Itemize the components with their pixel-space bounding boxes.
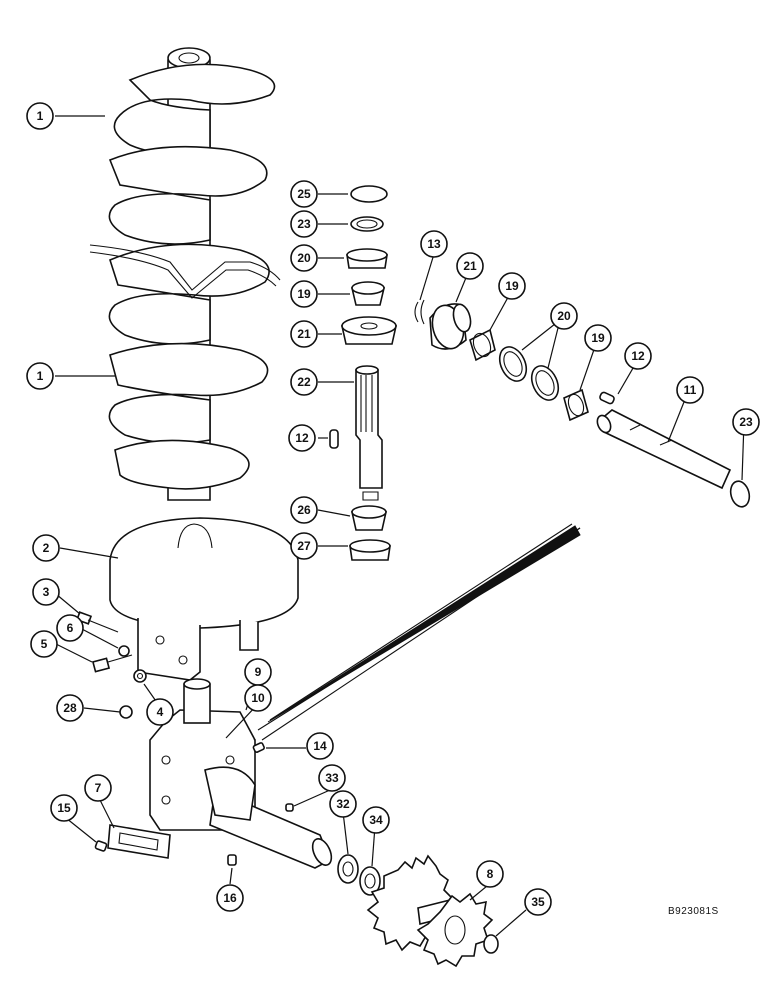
svg-text:1: 1 — [37, 369, 44, 383]
svg-text:23: 23 — [297, 217, 311, 231]
callout-19b: 19 — [498, 272, 526, 300]
svg-text:11: 11 — [684, 383, 697, 397]
callout-3: 3 — [32, 578, 60, 606]
svg-text:21: 21 — [463, 259, 477, 273]
gearbox-part — [149, 678, 333, 869]
callout-13: 13 — [420, 230, 448, 258]
callout-35: 35 — [524, 888, 552, 916]
callout-27: 27 — [290, 532, 318, 560]
svg-text:20: 20 — [297, 251, 311, 265]
callout-8: 8 — [476, 860, 504, 888]
horizontal-shaft-stack — [414, 299, 751, 508]
callout-9: 9 — [244, 658, 272, 686]
svg-text:12: 12 — [631, 349, 645, 363]
callout-7: 7 — [84, 774, 112, 802]
callout-1a: 1 — [26, 102, 54, 130]
callout-19a: 19 — [290, 280, 318, 308]
svg-text:6: 6 — [67, 621, 74, 635]
svg-text:8: 8 — [487, 867, 494, 881]
callout-16: 16 — [216, 884, 244, 912]
svg-text:20: 20 — [557, 309, 571, 323]
svg-text:2: 2 — [43, 541, 50, 555]
svg-text:13: 13 — [427, 237, 441, 251]
svg-text:14: 14 — [313, 739, 327, 753]
pin-parts — [94, 742, 294, 866]
svg-text:34: 34 — [369, 813, 383, 827]
callout-21b: 21 — [290, 320, 318, 348]
callout-4: 4 — [146, 698, 174, 726]
svg-text:7: 7 — [95, 781, 102, 795]
svg-text:35: 35 — [531, 895, 545, 909]
svg-text:1: 1 — [37, 109, 44, 123]
svg-text:16: 16 — [223, 891, 237, 905]
callout-14: 14 — [306, 732, 334, 760]
callout-12b: 12 — [288, 424, 316, 452]
callout-5: 5 — [30, 630, 58, 658]
svg-text:15: 15 — [57, 801, 71, 815]
callout-6: 6 — [56, 614, 84, 642]
svg-text:4: 4 — [157, 705, 164, 719]
callout-23b: 23 — [732, 408, 760, 436]
callout-21a: 21 — [456, 252, 484, 280]
svg-text:25: 25 — [297, 187, 311, 201]
svg-text:3: 3 — [43, 585, 50, 599]
svg-text:19: 19 — [505, 279, 519, 293]
svg-text:10: 10 — [251, 691, 265, 705]
callout-22: 22 — [290, 368, 318, 396]
callout-12a: 12 — [624, 342, 652, 370]
callout-20b: 20 — [550, 302, 578, 330]
hardware-parts — [75, 611, 147, 719]
callout-34: 34 — [362, 806, 390, 834]
sprocket-parts — [337, 854, 499, 968]
callout-1b: 1 — [26, 362, 54, 390]
svg-text:21: 21 — [297, 327, 311, 341]
callout-33: 33 — [318, 764, 346, 792]
svg-text:27: 27 — [297, 539, 311, 553]
svg-text:28: 28 — [63, 701, 77, 715]
svg-text:26: 26 — [297, 503, 311, 517]
svg-text:12: 12 — [295, 431, 309, 445]
callout-32: 32 — [329, 790, 357, 818]
figure-code: B923081S — [668, 906, 719, 917]
shim-part — [107, 824, 171, 859]
vertical-shaft-stack — [329, 185, 397, 561]
callout-19c: 19 — [584, 324, 612, 352]
svg-text:22: 22 — [297, 375, 311, 389]
callout-10: 10 — [244, 684, 272, 712]
callout-23a: 23 — [290, 210, 318, 238]
callout-25: 25 — [290, 180, 318, 208]
svg-text:19: 19 — [591, 331, 605, 345]
callout-20a: 20 — [290, 244, 318, 272]
callout-26: 26 — [290, 496, 318, 524]
callout-15: 15 — [50, 794, 78, 822]
callout-2: 2 — [32, 534, 60, 562]
svg-text:9: 9 — [255, 665, 262, 679]
svg-text:33: 33 — [325, 771, 339, 785]
svg-text:23: 23 — [739, 415, 753, 429]
svg-text:32: 32 — [336, 797, 350, 811]
view-cone — [257, 523, 581, 741]
callout-28: 28 — [56, 694, 84, 722]
auger-part — [89, 47, 281, 501]
gearbox-cover-part — [109, 517, 299, 681]
svg-text:19: 19 — [297, 287, 311, 301]
svg-text:5: 5 — [41, 637, 48, 651]
callout-11: 11 — [676, 376, 704, 404]
